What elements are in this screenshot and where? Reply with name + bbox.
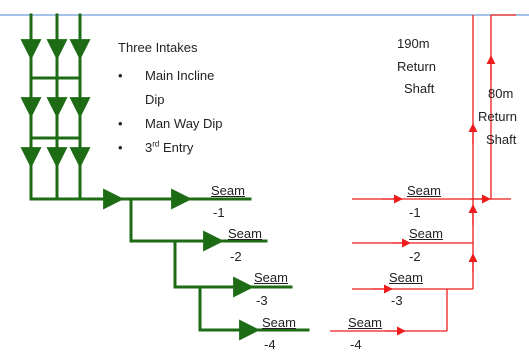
left-seam-3-name: Seam bbox=[254, 270, 288, 285]
shaft-80m-return: Return bbox=[478, 109, 518, 124]
shaft-190m-depth: 190m bbox=[397, 36, 430, 51]
left-seam-2-num: -2 bbox=[230, 249, 242, 264]
left-seam-1-name: Seam bbox=[211, 183, 245, 198]
right-seam-4-num: -4 bbox=[350, 337, 362, 352]
right-seam-2-num: -2 bbox=[409, 249, 421, 264]
intakes-title: Three Intakes bbox=[118, 40, 198, 55]
left-seam-1-num: -1 bbox=[213, 205, 225, 220]
intake-item-man-way-dip: Man Way Dip bbox=[118, 112, 223, 136]
left-seam-2-name: Seam bbox=[228, 226, 262, 241]
right-seam-3-name: Seam bbox=[389, 270, 423, 285]
intake-item-main-incline: Main Incline bbox=[118, 64, 223, 88]
intake-arrows bbox=[20, 39, 261, 341]
left-seam-4-num: -4 bbox=[264, 337, 276, 352]
intake-item-3rd-entry: 3rd Entry bbox=[118, 136, 223, 160]
shaft-190m-shaft: Shaft bbox=[404, 81, 435, 96]
shaft-190m-return: Return bbox=[397, 59, 437, 74]
return-arrows bbox=[372, 55, 496, 336]
intake-item-main-incline-cont: Dip bbox=[145, 92, 165, 107]
left-seam-3-num: -3 bbox=[256, 293, 268, 308]
shaft-80m-depth: 80m bbox=[488, 86, 514, 101]
right-seam-1-num: -1 bbox=[409, 205, 421, 220]
right-seam-2-name: Seam bbox=[409, 226, 443, 241]
left-seam-4-name: Seam bbox=[262, 315, 296, 330]
right-seam-3-num: -3 bbox=[391, 293, 403, 308]
right-seam-1-name: Seam bbox=[407, 183, 441, 198]
right-seam-4-name: Seam bbox=[348, 315, 382, 330]
shaft-80m-shaft: Shaft bbox=[486, 132, 517, 147]
intakes-list: Main Incline Dip Man Way Dip 3rd Entry bbox=[118, 64, 223, 160]
